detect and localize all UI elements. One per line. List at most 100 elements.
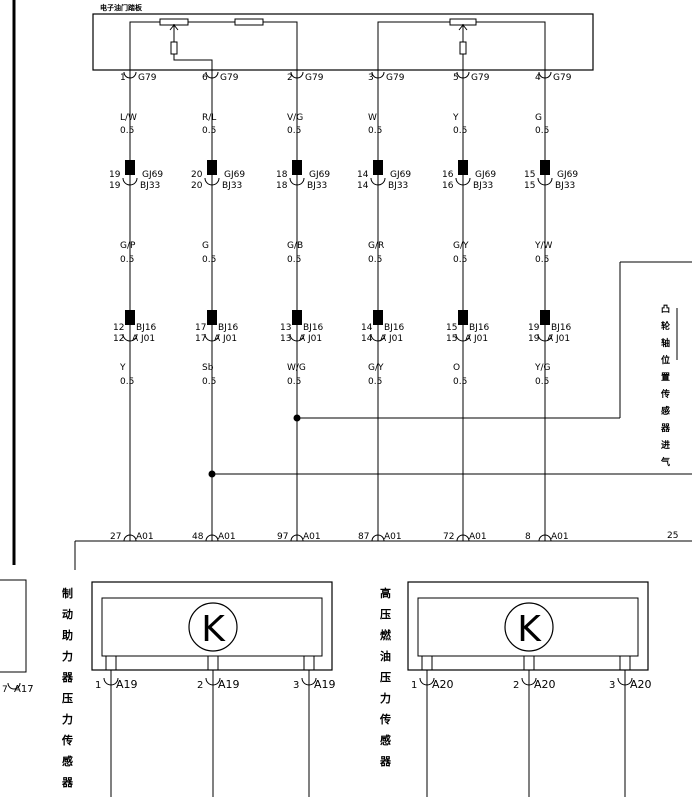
pin-number: 15	[524, 181, 535, 191]
connector-label: A01	[384, 532, 402, 542]
left-module-connector-label: A17	[14, 684, 34, 695]
wire-size: 0.5	[453, 255, 467, 265]
inline-connector-block	[373, 310, 383, 325]
sensor-outer-box	[407, 581, 649, 671]
connector-symbol	[205, 71, 219, 79]
connector-symbol	[371, 71, 385, 79]
label-char: 位	[661, 354, 670, 366]
sensor-label: 高压燃油压力传感器	[379, 586, 392, 768]
wire-size: 0.5	[287, 377, 301, 387]
pin-number: 18	[276, 170, 288, 180]
edge-pin-label: 25	[667, 531, 678, 541]
label-char: 助	[62, 628, 73, 642]
pin-number: 14	[357, 181, 369, 191]
connector-label: G79	[386, 73, 405, 83]
pin-number: 2	[513, 680, 519, 691]
connector-label: GJ69	[390, 170, 411, 180]
connector-label: BJ33	[307, 181, 327, 191]
connector-label: BJ16	[303, 323, 324, 333]
wire-size: 0.5	[368, 126, 382, 136]
connector-label: A J01	[214, 334, 237, 344]
inline-connector-block	[292, 310, 302, 325]
inline-connector-block	[207, 160, 217, 175]
connector-symbol	[204, 333, 220, 342]
pin-number: 8	[525, 532, 531, 542]
inline-connector-block	[292, 160, 302, 175]
wire-size: 0.5	[453, 377, 467, 387]
pin-number: 27	[110, 532, 121, 542]
label-char: 燃	[379, 628, 392, 642]
wire-size: 0.5	[202, 377, 216, 387]
connector-label: A20	[630, 678, 652, 691]
connector-label: GJ69	[557, 170, 578, 180]
connector-label: A01	[136, 532, 154, 542]
pin-number: 13	[280, 323, 291, 333]
pin-number: 20	[191, 170, 203, 180]
pedal-module-box	[92, 13, 594, 71]
left-module-connector	[7, 682, 21, 690]
pin-number: 15	[446, 323, 457, 333]
wire-size: 0.5	[535, 126, 549, 136]
connector-symbol	[122, 177, 138, 186]
pin-number: 3	[368, 73, 374, 83]
connector-symbol	[290, 534, 304, 542]
label-char: 高	[380, 586, 391, 600]
sensor-label: 制动助力器压力传感器	[61, 586, 74, 789]
connector-symbol	[289, 177, 305, 186]
label-char: 力	[380, 691, 391, 705]
wire-color: Y	[452, 113, 459, 123]
label-char: 制	[62, 586, 73, 600]
wire-size: 0.5	[202, 126, 216, 136]
wire-color: G	[535, 113, 542, 123]
inline-connector-block	[373, 160, 383, 175]
connector-symbol	[419, 677, 435, 686]
wire-color: G	[202, 241, 209, 251]
label-char: 油	[380, 649, 391, 663]
connector-symbol	[371, 534, 385, 542]
wire-size: 0.5	[287, 255, 301, 265]
wire-color: Y/W	[534, 241, 553, 251]
connector-symbol	[537, 333, 553, 342]
pin-number: 13	[280, 334, 291, 344]
connector-label: BJ33	[140, 181, 160, 191]
left-module-pin: 7	[2, 685, 8, 695]
connector-symbol	[617, 677, 633, 686]
label-char: 感	[62, 754, 73, 768]
label-char: 轮	[661, 320, 670, 332]
pin-number: 16	[442, 181, 454, 191]
wire-color: W	[368, 113, 377, 123]
connector-label: A01	[469, 532, 487, 542]
wire-color: G/R	[368, 241, 384, 251]
connector-label: GJ69	[309, 170, 330, 180]
inline-connector-block	[125, 160, 135, 175]
label-char: 压	[380, 670, 391, 684]
pin-number: 3	[293, 680, 299, 691]
wire-color: R/L	[202, 113, 216, 123]
pin-number: 4	[535, 73, 541, 83]
splice-dot-upper	[293, 414, 301, 422]
label-char: 器	[379, 755, 392, 768]
pin-number: 16	[442, 170, 454, 180]
connector-label: BJ33	[473, 181, 493, 191]
pedal-module-title: 电子油门踏板	[100, 3, 143, 12]
pin-number: 97	[277, 532, 288, 542]
pin-number: 1	[411, 680, 417, 691]
connector-symbol	[538, 534, 552, 542]
pedal-potentiometer-1	[129, 18, 298, 70]
wire-color: Y/G	[534, 363, 551, 373]
connector-label: A J01	[465, 334, 488, 344]
pin-number: 2	[287, 73, 293, 83]
sensor-symbol: K	[517, 609, 542, 650]
label-char: 传	[61, 733, 73, 747]
connector-symbol	[205, 677, 221, 686]
pin-number: 12	[113, 334, 124, 344]
left-module-edge	[0, 579, 27, 673]
connector-symbol	[204, 177, 220, 186]
connector-label: A01	[218, 532, 236, 542]
connector-label: BJ16	[384, 323, 405, 333]
label-char: 轴	[661, 337, 670, 349]
